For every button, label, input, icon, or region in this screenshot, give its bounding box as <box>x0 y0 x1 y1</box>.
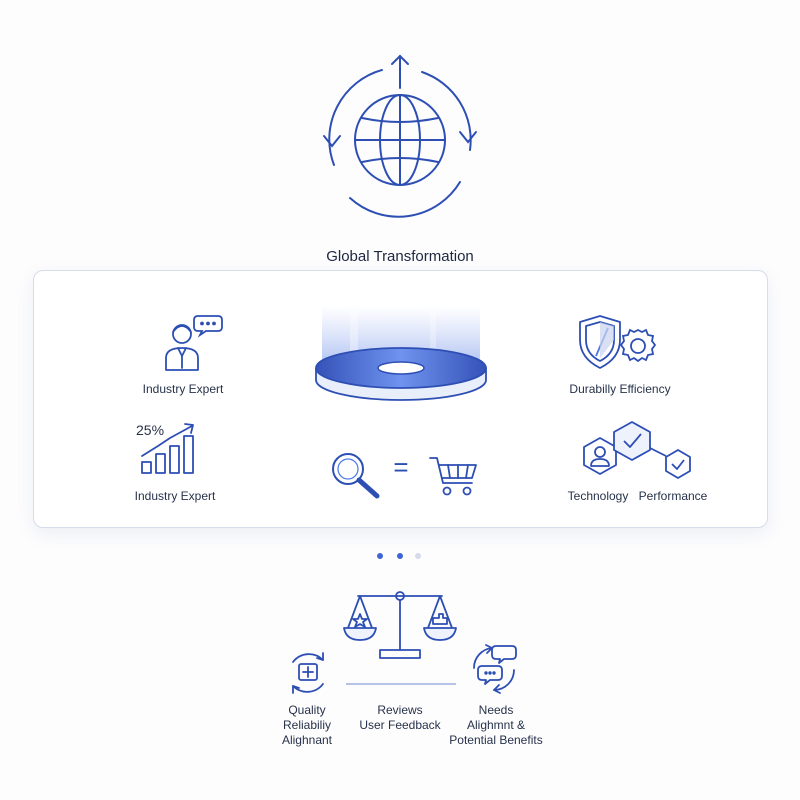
left-bottom-label: Industry Expert <box>134 489 216 503</box>
growth-stat: 25% <box>136 422 165 438</box>
bottom-right-line-1: Needs <box>478 703 514 717</box>
pagination-dot-1[interactable] <box>377 553 383 559</box>
bottom-right-line-2: Alighmnt & <box>466 718 526 732</box>
bottom-center-labels: Reviews User Feedback <box>350 703 450 733</box>
bottom-center-line-2: User Feedback <box>359 718 441 732</box>
shopping-cart-icon <box>429 457 477 496</box>
disc-platform-icon <box>315 306 487 401</box>
right-bottom-label-technology: Technology <box>567 489 629 503</box>
expert-avatar-icon <box>165 315 223 371</box>
bottom-left-line-3: Alighnant <box>281 733 333 747</box>
right-bottom-label-performance: Performance <box>638 489 708 503</box>
hexagon-network-icon <box>583 421 691 479</box>
right-top-label: Durabilly Efficiency <box>569 382 671 396</box>
cycle-chat-icon <box>473 644 517 694</box>
shield-icon <box>579 315 657 369</box>
gear-icon <box>619 328 657 363</box>
page-title: Global Transformation <box>300 244 500 269</box>
pagination-dot-2[interactable] <box>397 553 403 559</box>
equals-symbol: = <box>393 452 409 482</box>
scale-balance-icon <box>343 591 457 659</box>
bottom-left-labels: Quality Reliabiliy Alighnant <box>262 703 352 748</box>
growth-chart-icon <box>141 423 194 474</box>
bottom-connector <box>346 683 456 685</box>
cycle-plus-icon <box>292 652 324 694</box>
chat-bubble-icon <box>193 315 223 338</box>
search-icon <box>332 453 380 499</box>
hexagon-check-icon <box>613 421 651 461</box>
bottom-left-line-1: Quality <box>288 703 326 717</box>
bottom-right-line-3: Potential Benefits <box>449 733 543 747</box>
hexagon-user-icon <box>583 437 617 475</box>
left-top-label: Industry Expert <box>142 382 224 396</box>
refresh-arrows-icon <box>323 54 477 218</box>
globe-cycle-illustration <box>323 54 477 218</box>
bottom-right-labels: Needs Alighmnt & Potential Benefits <box>436 703 556 748</box>
globe-icon <box>354 94 446 186</box>
bottom-left-line-2: Reliabiliy <box>282 718 332 732</box>
pagination-dot-3[interactable] <box>415 553 421 559</box>
bottom-center-line-1: Reviews <box>377 703 423 717</box>
